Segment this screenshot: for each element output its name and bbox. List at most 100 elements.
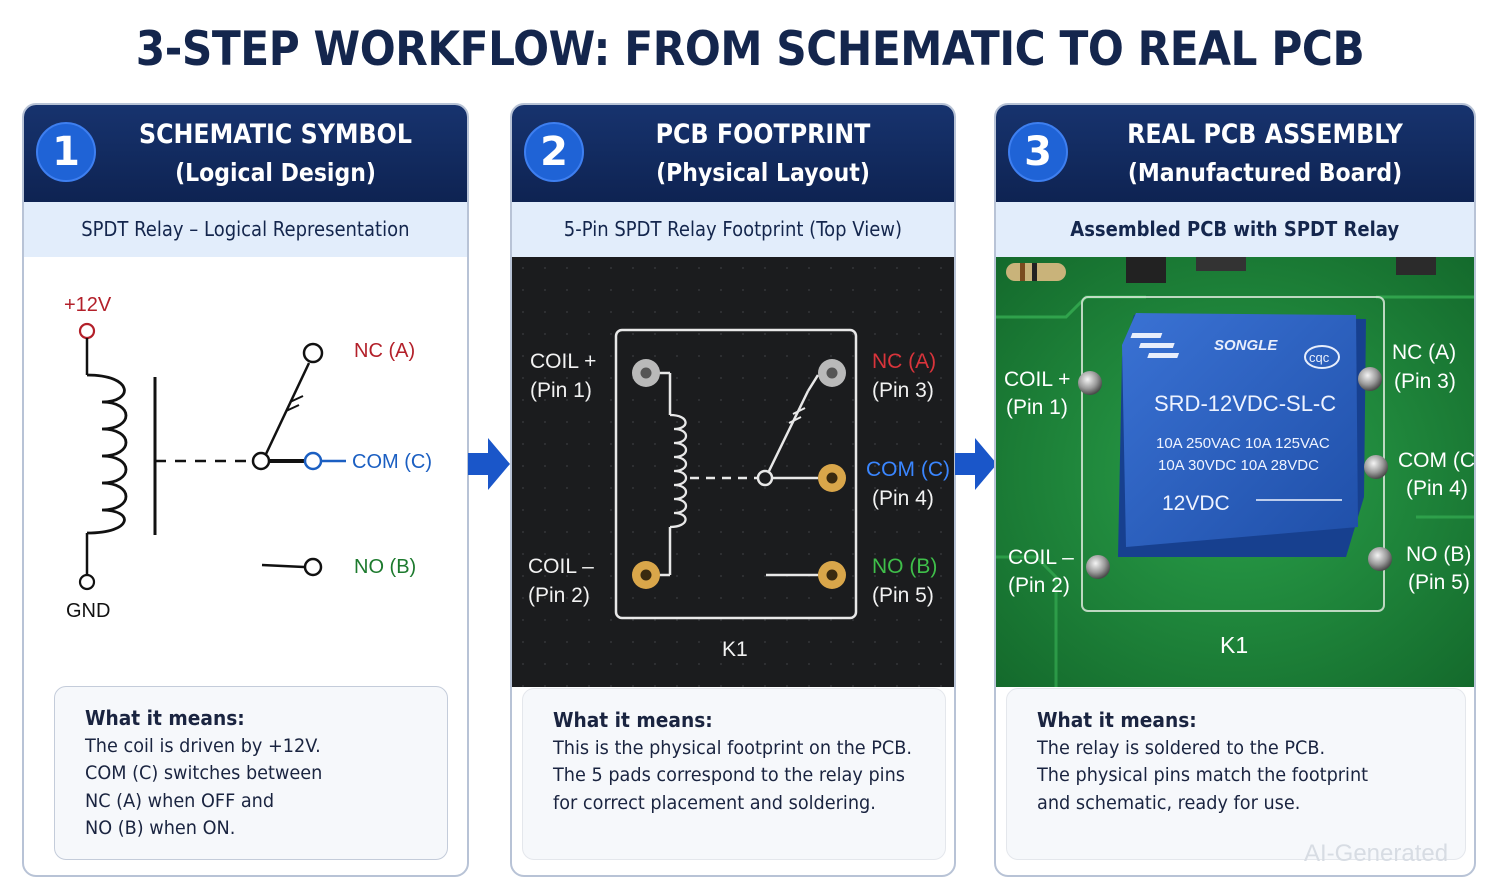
coil-minus-label: COIL – <box>1008 546 1074 569</box>
arm-tick-2 <box>289 395 304 403</box>
step-1-panel: 1 SCHEMATIC SYMBOL (Logical Design) SPDT… <box>22 103 469 877</box>
relay-rating-1: 10A 250VAC 10A 125VAC <box>1156 435 1330 452</box>
pin5-label: (Pin 5) <box>1408 571 1470 594</box>
com-contact <box>303 451 323 471</box>
explanation-line: The relay is soldered to the PCB. <box>1037 736 1326 759</box>
explanation-heading: What it means: <box>1037 708 1197 732</box>
com-label: COM (C) <box>866 458 950 481</box>
gnd-label: GND <box>66 600 110 622</box>
resistor-band <box>1032 263 1037 281</box>
nc-contact <box>302 342 324 364</box>
chip-component <box>1396 257 1436 275</box>
explanation-line: for correct placement and soldering. <box>553 791 876 814</box>
pad-pin3 <box>818 359 846 387</box>
footprint-coil <box>669 413 688 529</box>
resistor-band <box>1020 263 1025 281</box>
no-label: NO (B) <box>872 555 937 578</box>
solder-joint-pin4 <box>1364 455 1388 479</box>
coil-plus-label: COIL + <box>1004 368 1070 391</box>
relay-body <box>1122 313 1358 547</box>
pin1-label: (Pin 1) <box>1006 396 1068 419</box>
explanation-line: NO (B) when ON. <box>85 817 236 839</box>
schematic-svg: +12V GND NC (A) COM (C) NO (B) <box>64 294 432 622</box>
nc-label: NC (A) <box>354 340 415 362</box>
arm-tick-2 <box>792 407 806 415</box>
com-label: COM (C) <box>1398 449 1476 472</box>
explanation-line: The physical pins match the footprint <box>1037 764 1369 786</box>
cert-mark: cqc <box>1309 350 1330 365</box>
explanation-line: COM (C) switches between <box>85 762 323 784</box>
ref-designator: K1 <box>722 638 748 661</box>
pad-pin2 <box>632 561 660 589</box>
ref-designator: K1 <box>1220 632 1248 658</box>
page-title: 3-STEP WORKFLOW: FROM SCHEMATIC TO REAL … <box>135 22 1365 77</box>
explanation-line: NC (A) when OFF and <box>85 789 275 812</box>
explanation-line: The 5 pads correspond to the relay pins <box>553 764 905 786</box>
explanation-heading: What it means: <box>553 708 713 732</box>
arrow-right-icon <box>955 438 997 490</box>
no-label: NO (B) <box>1406 543 1471 566</box>
solder-joint-pin5 <box>1368 547 1392 571</box>
solder-joint-pin2 <box>1086 555 1110 579</box>
pin5-label: (Pin 5) <box>872 584 934 607</box>
chip-component <box>1196 257 1246 271</box>
pad-pin1 <box>632 359 660 387</box>
songle-logo-icon <box>1130 333 1180 358</box>
pin1-label: (Pin 1) <box>530 379 592 402</box>
step-3-header: 3 REAL PCB ASSEMBLY (Manufactured Board) <box>996 105 1474 202</box>
com-label: COM (C) <box>352 451 432 473</box>
cqc-mark-icon <box>1304 345 1340 369</box>
step-2-caption: 5-Pin SPDT Relay Footprint (Top View) <box>512 202 954 257</box>
step-3-caption: Assembled PCB with SPDT Relay <box>996 202 1474 257</box>
explanation-line: The coil is driven by +12V. <box>85 734 321 757</box>
silkscreen-outline <box>1081 296 1385 612</box>
pin3-label: (Pin 3) <box>1394 370 1456 393</box>
footprint-svg: COIL + (Pin 1) COIL – (Pin 2) NC (A) (Pi… <box>512 257 954 687</box>
step-3-explanation: What it means: The relay is soldered to … <box>1006 688 1466 860</box>
no-wire <box>261 563 305 569</box>
step-1-subtitle: (Logical Design) <box>175 158 376 187</box>
relay-rating-2: 10A 30VDC 10A 28VDC <box>1158 457 1319 474</box>
arrow-right-icon <box>468 438 510 490</box>
no-label: NO (B) <box>354 556 416 578</box>
gnd-terminal <box>78 573 96 591</box>
step-1-header: 1 SCHEMATIC SYMBOL (Logical Design) <box>24 105 467 202</box>
nc-label: NC (A) <box>872 350 936 373</box>
step-1-title: SCHEMATIC SYMBOL <box>138 119 413 150</box>
armature-pivot <box>756 469 774 487</box>
chip-component <box>1126 257 1166 283</box>
step-1-explanation: What it means: The coil is driven by +12… <box>54 686 448 860</box>
copper-trace <box>996 555 1058 687</box>
explanation-heading: What it means: <box>85 706 245 730</box>
step-1-caption: SPDT Relay – Logical Representation <box>24 202 467 257</box>
assembly-svg: SONGLE cqc SRD-12VDC-SL-C 10A 250VAC 10A… <box>996 257 1476 687</box>
pin3-label: (Pin 3) <box>872 379 934 402</box>
relay-brand: SONGLE <box>1214 337 1278 354</box>
explanation-line: This is the physical footprint on the PC… <box>553 736 913 759</box>
coil-plus-label: COIL + <box>530 350 596 373</box>
step-2-explanation: What it means: This is the physical foot… <box>522 688 946 860</box>
pin2-label: (Pin 2) <box>1008 574 1070 597</box>
switch-arm <box>264 362 311 455</box>
step-2-number-badge: 2 <box>524 122 584 182</box>
pad-pin4 <box>818 464 846 492</box>
coil-minus-label: COIL – <box>528 555 594 578</box>
vcc-label: +12V <box>64 294 112 316</box>
step-1-number-badge: 1 <box>36 122 96 182</box>
solder-joint-pin1 <box>1078 371 1102 395</box>
armature-pivot <box>251 451 271 471</box>
relay-model: SRD-12VDC-SL-C <box>1154 391 1336 416</box>
step-3-subtitle: (Manufactured Board) <box>1127 158 1403 187</box>
pcb-footprint-diagram: COIL + (Pin 1) COIL – (Pin 2) NC (A) (Pi… <box>512 257 954 687</box>
vcc-terminal <box>78 322 96 340</box>
switch-arm <box>767 390 810 472</box>
no-contact <box>303 557 323 577</box>
schematic-symbol-diagram: +12V GND NC (A) COM (C) NO (B) <box>24 257 467 687</box>
ai-generated-watermark: AI-Generated <box>1304 840 1449 867</box>
pcb-grid <box>512 257 954 687</box>
relay-voltage: 12VDC <box>1162 492 1230 515</box>
step-3-panel: 3 REAL PCB ASSEMBLY (Manufactured Board)… <box>994 103 1476 877</box>
silkscreen-outline <box>614 328 858 620</box>
step-3-title: REAL PCB ASSEMBLY <box>1127 119 1403 150</box>
pin4-label: (Pin 4) <box>1406 477 1468 500</box>
